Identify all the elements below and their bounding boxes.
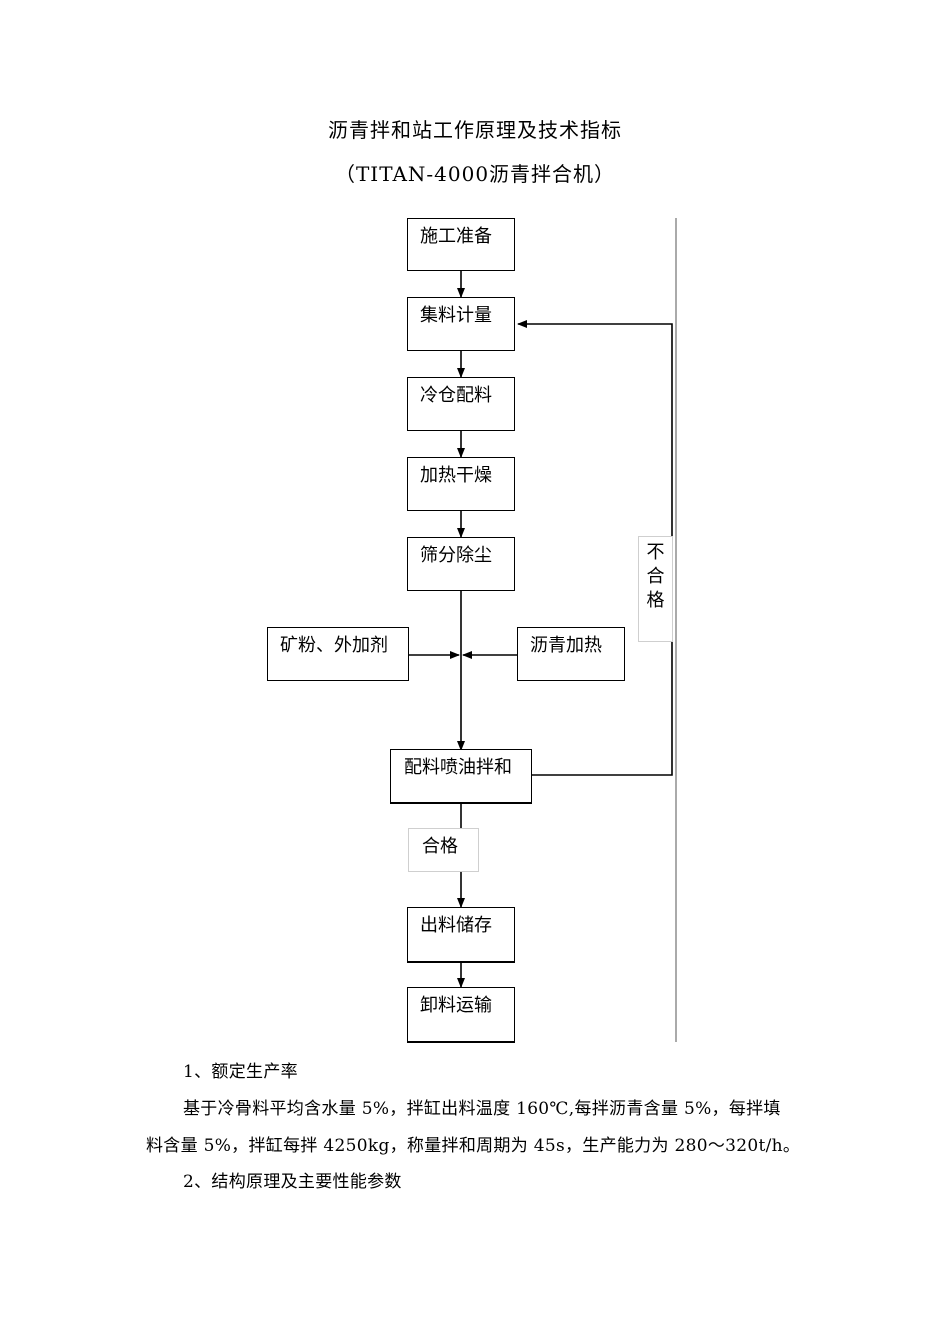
section1-text-line1: 基于冷骨料平均含水量 5%，拌缸出料温度 160℃,每拌沥青含量 5%，每拌填 xyxy=(183,1099,781,1119)
step-cold-bin-batching: 冷仓配料 xyxy=(407,377,515,431)
step-mixing: 配料喷油拌和 xyxy=(390,749,532,804)
step-preparation: 施工准备 xyxy=(407,218,515,271)
section2-heading: 2、结构原理及主要性能参数 xyxy=(183,1172,402,1192)
reject-label: 不 合 格 xyxy=(638,536,673,642)
reject-label-char: 格 xyxy=(646,590,665,611)
step-heating-drying: 加热干燥 xyxy=(407,457,515,511)
section1-text-line2: 料含量 5%，拌缸每拌 4250kg，称量拌和周期为 45s，生产能力为 280… xyxy=(146,1136,801,1156)
document-subtitle: （TITAN-4000沥青拌合机） xyxy=(334,162,616,186)
input-filler-additive: 矿粉、外加剂 xyxy=(267,627,409,681)
step-screening-dedusting: 筛分除尘 xyxy=(407,537,515,591)
step-storage: 出料储存 xyxy=(407,907,515,963)
section1-heading: 1、额定生产率 xyxy=(183,1062,298,1082)
step-transport: 卸料运输 xyxy=(407,987,515,1043)
step-aggregate-measuring: 集料计量 xyxy=(407,297,515,351)
document-title: 沥青拌和站工作原理及技术指标 xyxy=(328,118,622,142)
pass-label: 合格 xyxy=(408,828,479,872)
reject-label-char: 合 xyxy=(646,566,665,587)
reject-label-char: 不 xyxy=(646,542,665,563)
input-asphalt-heating: 沥青加热 xyxy=(517,627,625,681)
